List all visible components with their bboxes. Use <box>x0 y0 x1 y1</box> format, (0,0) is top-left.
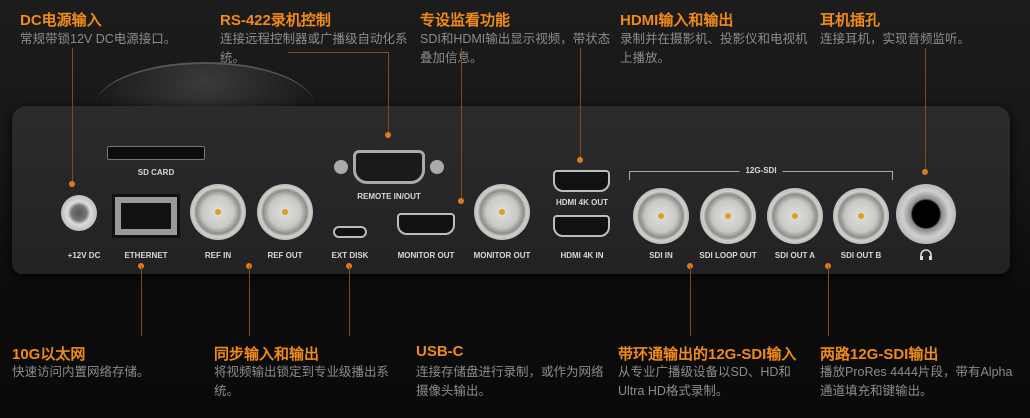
callout-desc-dc: 常规带锁12V DC电源接口。 <box>20 32 177 46</box>
leader-line-sdi-out <box>828 266 829 336</box>
ref-in-bnc <box>190 184 246 240</box>
callout-desc-headphone: 连接耳机，实现音频监听。 <box>820 32 971 46</box>
port-label-ref-out: REF OUT <box>267 251 303 260</box>
port-label-ref-in: REF IN <box>204 251 232 260</box>
port-label-ext-disk: EXT DISK <box>331 251 369 260</box>
db9-screw-icon <box>430 160 444 174</box>
leader-line-rs422 <box>388 52 389 134</box>
headphone-jack <box>896 184 956 244</box>
port-label-sdi-b: SDI OUT B <box>840 251 882 260</box>
sdi-out-b-bnc <box>833 188 889 244</box>
sd-card-slot <box>107 146 205 160</box>
port-label-sd: SD CARD <box>137 168 175 177</box>
usb-c-port <box>333 226 367 238</box>
callout-desc-monitor: SDI和HDMI输出显示视频，带状态叠加信息。 <box>420 32 611 65</box>
callout-title-dc: DC电源输入 <box>20 12 102 29</box>
port-label-sdi-a: SDI OUT A <box>774 251 816 260</box>
callout-title-sdi-in: 带环通输出的12G-SDI输入 <box>618 346 797 363</box>
callout-desc-sync: 将视频输出锁定到专业级播出系统。 <box>214 365 390 398</box>
sdi-in-bnc <box>633 188 689 244</box>
callout-desc-sdi-out: 播放ProRes 4444片段，带有Alpha通道填充和键输出。 <box>820 365 1013 398</box>
port-label-ethernet: ETHERNET <box>124 251 168 260</box>
callout-desc-sdi-in: 从专业广播级设备以SD、HD和Ultra HD格式录制。 <box>618 365 791 398</box>
dc-power-jack <box>61 195 97 231</box>
port-label-sdi-in: SDI IN <box>649 251 673 260</box>
callout-desc-rs422: 连接远程控制器或广播级自动化系统。 <box>220 32 408 65</box>
db9-screw-icon <box>334 160 348 174</box>
leader-dot-dc <box>69 181 75 187</box>
callout-desc-ethernet: 快速访问内置网络存储。 <box>12 365 150 379</box>
headphone-icon <box>920 249 932 260</box>
port-label-remote: REMOTE IN/OUT <box>357 192 421 201</box>
leader-line-sdi-in <box>690 266 691 336</box>
leader-line-dc <box>72 48 73 184</box>
sdi-loop-out-bnc <box>700 188 756 244</box>
callout-title-sdi-out: 两路12G-SDI输出 <box>820 346 939 363</box>
port-label-hdmi-in: HDMI 4K IN <box>560 251 604 260</box>
callout-desc-usbc: 连接存储盘进行录制，或作为网络摄像头输出。 <box>416 365 604 398</box>
port-label-dc: +12V DC <box>67 251 101 260</box>
callout-title-rs422: RS-422录机控制 <box>220 12 331 29</box>
callout-title-ethernet: 10G以太网 <box>12 346 86 363</box>
port-label-hdmi-out: HDMI 4K OUT <box>556 198 608 207</box>
leader-dot-rs422 <box>385 132 391 138</box>
monitor-hdmi-port <box>397 213 455 235</box>
callout-desc-hdmi: 录制并在摄影机、投影仪和电视机上播放。 <box>620 32 808 65</box>
leader-line-ethernet <box>141 266 142 336</box>
sdi-group-label: 12G-SDI <box>739 166 783 175</box>
leader-line-headphone <box>925 48 926 172</box>
port-label-monitor-sdi: MONITOR OUT <box>473 251 531 260</box>
leader-dot-monitor <box>458 198 464 204</box>
leader-line-sync <box>249 266 250 336</box>
port-label-monitor-hdmi: MONITOR OUT <box>397 251 455 260</box>
leader-line-hdmi <box>580 48 581 160</box>
leader-line-rs422-h <box>288 52 389 53</box>
db9-remote-port <box>353 150 425 184</box>
port-label-sdi-loop: SDI LOOP OUT <box>699 251 757 260</box>
sdi-out-a-bnc <box>767 188 823 244</box>
leader-line-monitor <box>461 48 462 200</box>
ethernet-port <box>112 194 180 238</box>
leader-line-usbc <box>349 266 350 336</box>
hdmi-out-port <box>553 170 610 192</box>
leader-dot-headphone <box>922 169 928 175</box>
callout-title-usbc: USB-C <box>416 343 464 360</box>
ref-out-bnc <box>257 184 313 240</box>
leader-dot-hdmi <box>577 157 583 163</box>
monitor-sdi-bnc <box>474 184 530 240</box>
callout-title-hdmi: HDMI输入和输出 <box>620 12 734 29</box>
callout-title-monitor: 专设监看功能 <box>420 12 511 29</box>
callout-title-headphone: 耳机插孔 <box>820 12 881 29</box>
callout-title-sync: 同步输入和输出 <box>214 346 320 363</box>
hdmi-in-port <box>553 215 610 237</box>
